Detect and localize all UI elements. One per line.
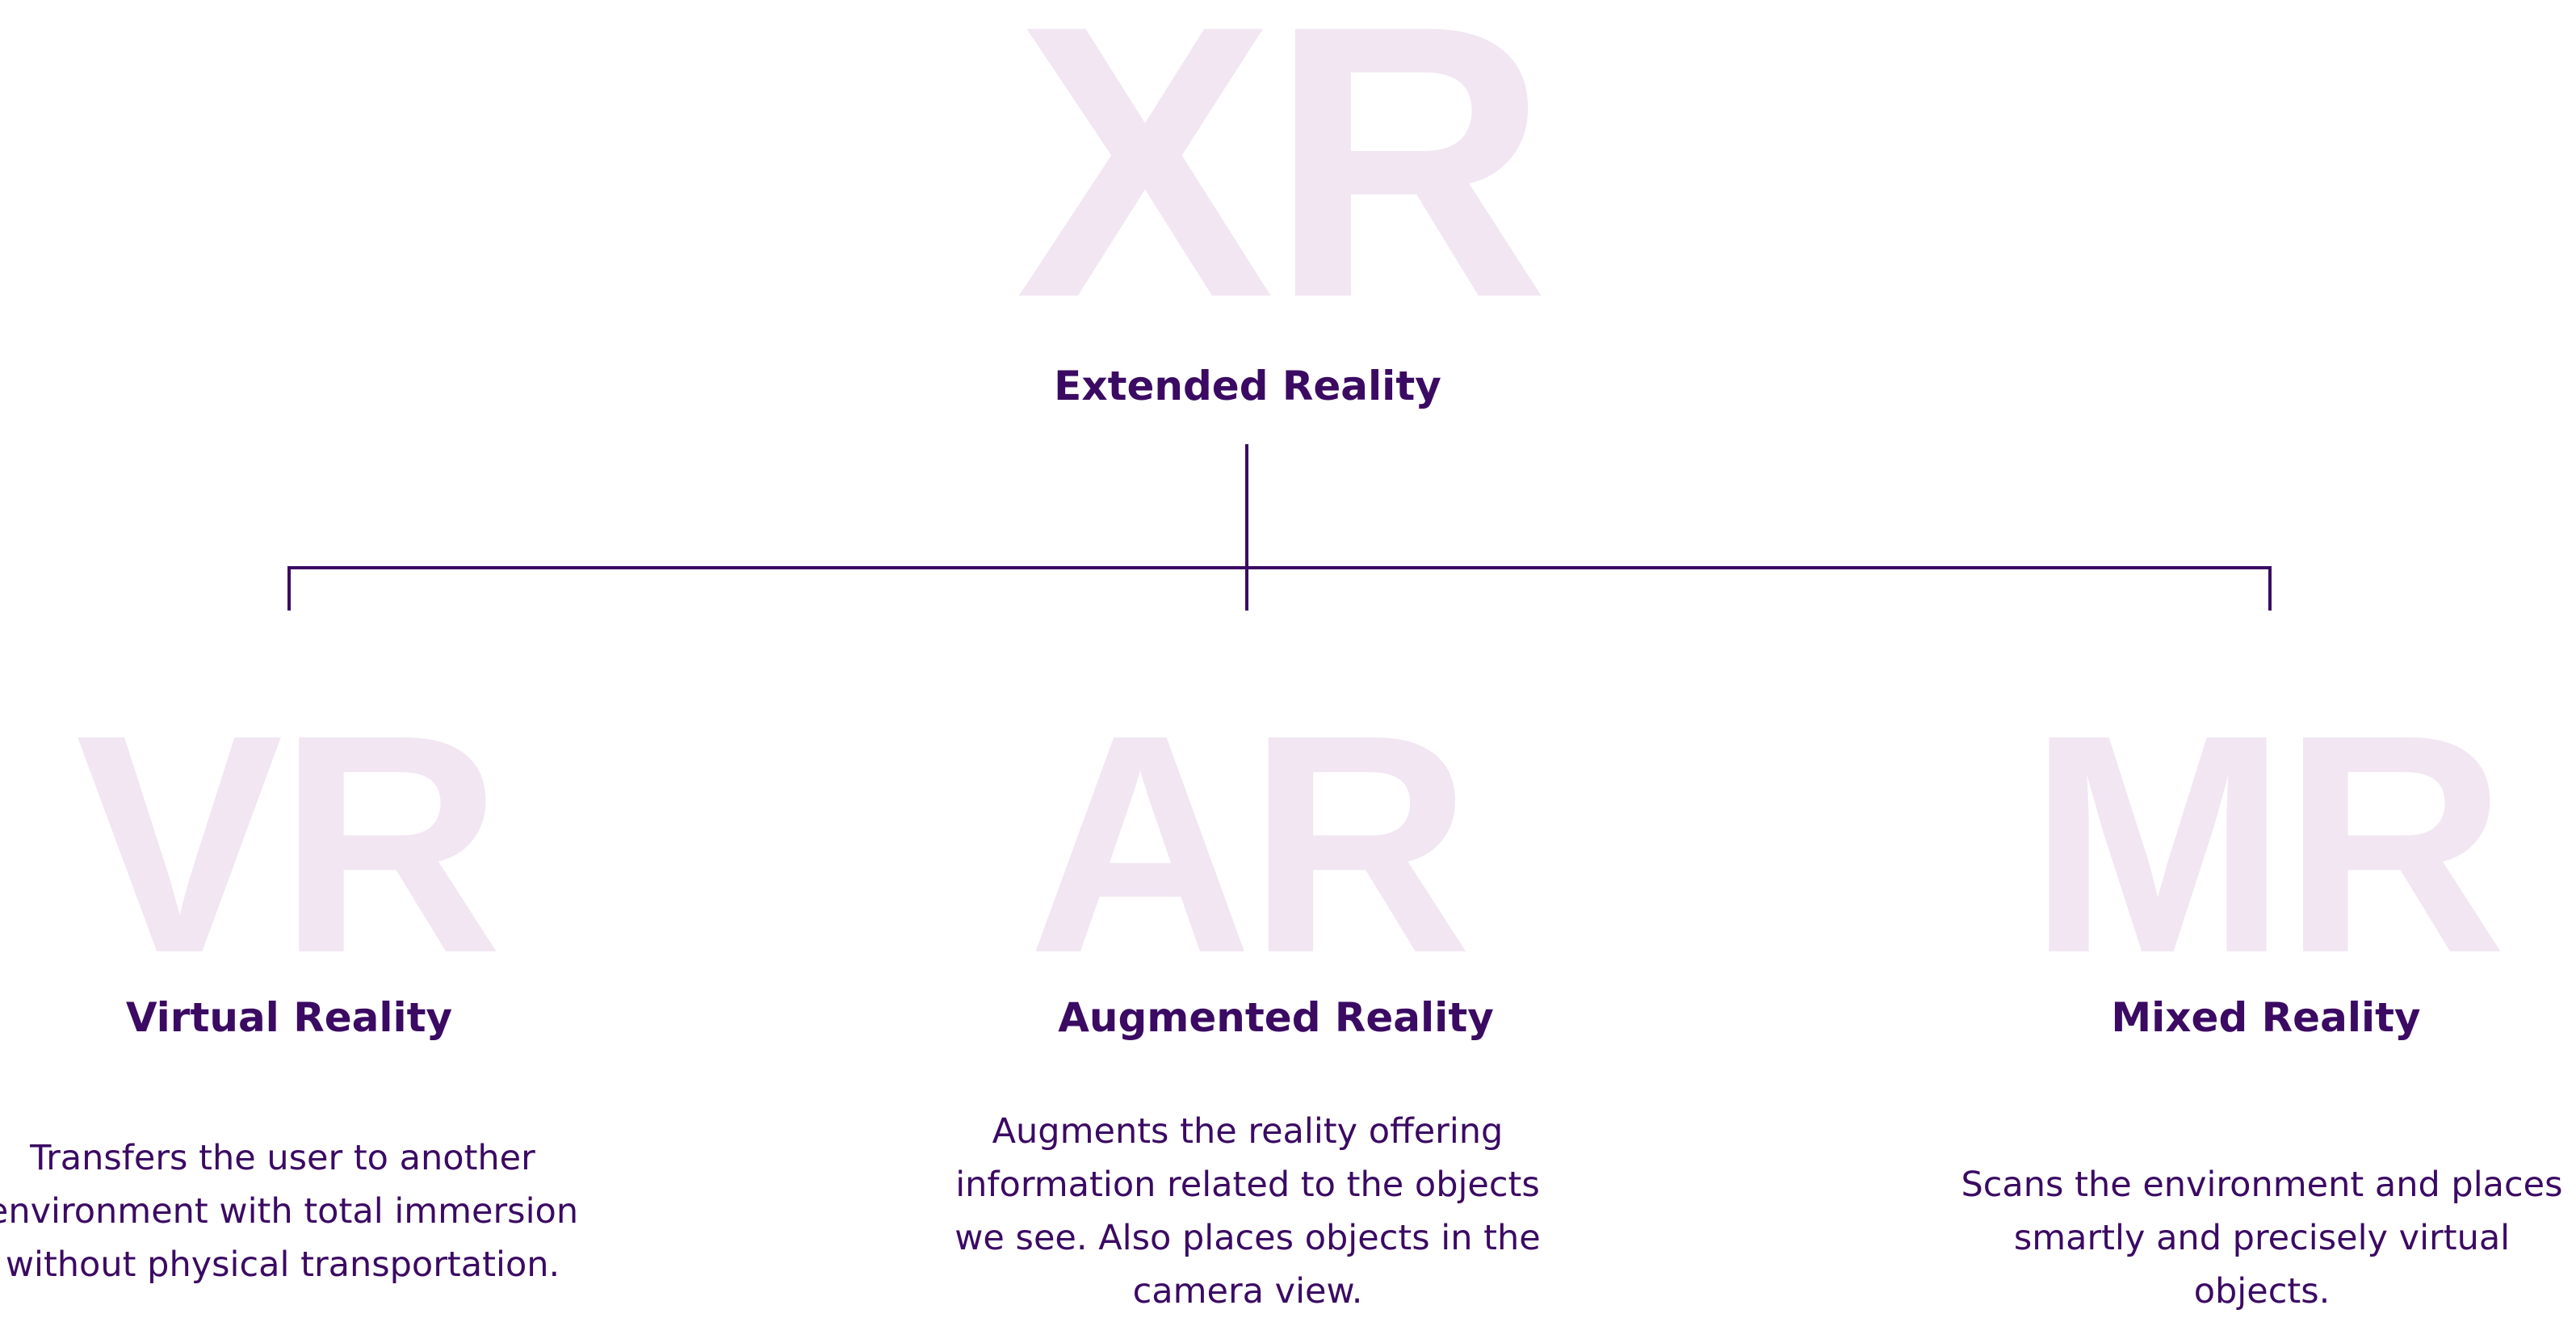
- branch-description-mixed-reality: Scans the environment and places smartly…: [1961, 1165, 2563, 1312]
- branch-description-augmented-reality: Augments the reality offering informatio…: [954, 1111, 1541, 1312]
- branch-description-virtual-reality: Transfers the user to another environmen…: [0, 1138, 579, 1285]
- mr-watermark: MR: [2028, 669, 2507, 1018]
- branch-title-augmented-reality: Augmented Reality: [1058, 994, 1494, 1041]
- branch-title-virtual-reality: Virtual Reality: [125, 994, 453, 1041]
- branch-title-mixed-reality: Mixed Reality: [2111, 994, 2421, 1041]
- vr-watermark: VR: [75, 669, 503, 1018]
- root-title-extended-reality: Extended Reality: [1054, 363, 1441, 409]
- ar-watermark: AR: [1027, 669, 1472, 1018]
- xr-watermark: XR: [1015, 0, 1550, 378]
